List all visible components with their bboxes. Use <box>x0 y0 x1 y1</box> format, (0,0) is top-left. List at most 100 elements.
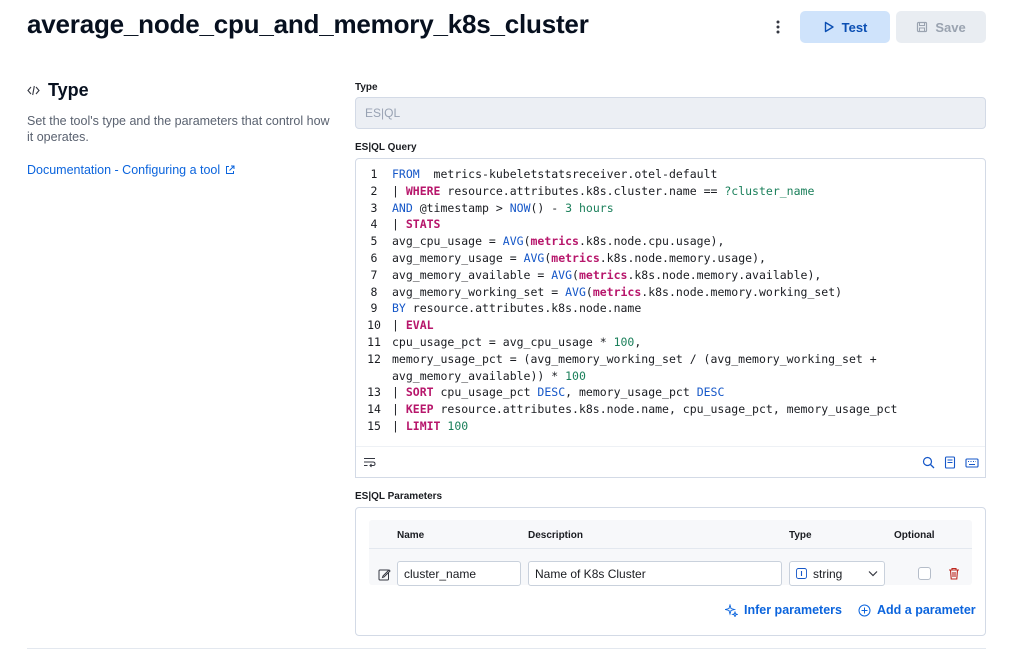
book-icon <box>944 455 956 469</box>
code-token: resource.attributes.k8s.node.name, cpu_u… <box>433 402 898 417</box>
code-line: avg_memory_available)) * 100 <box>356 368 897 385</box>
code-token: AVG <box>502 234 524 249</box>
line-number: 1 <box>370 167 378 181</box>
code-token: EVAL <box>405 318 434 333</box>
code-token: FROM <box>392 167 420 181</box>
param-type-value: string <box>813 566 843 581</box>
code-token: ?cluster_name <box>724 183 815 198</box>
code-token: metrics <box>530 234 579 249</box>
code-token: KEEP <box>405 402 434 417</box>
chevron-down-icon <box>868 571 878 577</box>
word-wrap-button[interactable] <box>362 455 376 469</box>
save-icon <box>917 21 928 33</box>
code-token: avg_cpu_usage = <box>392 234 503 249</box>
code-token: , memory_usage_pct <box>565 385 697 400</box>
line-number: 2 <box>370 183 378 198</box>
line-content: avg_memory_available = AVG(metrics.k8s.n… <box>392 267 821 284</box>
line-content: cpu_usage_pct = avg_cpu_usage * 100, <box>392 334 641 351</box>
wrap-icon <box>363 457 376 467</box>
param-description-value: Name of K8s Cluster <box>535 566 646 581</box>
line-content: avg_memory_working_set = AVG(metrics.k8s… <box>392 284 842 301</box>
edit-row-button[interactable] <box>377 567 391 581</box>
code-line: 4 | STATS <box>356 216 897 233</box>
infer-parameters-button[interactable]: Infer parameters <box>725 603 842 617</box>
code-token: resource.attributes.k8s.cluster.name == <box>440 183 725 198</box>
code-token: memory_usage_pct = (avg_memory_working_s… <box>392 351 877 366</box>
line-number: 6 <box>370 250 378 265</box>
line-content: avg_memory_usage = AVG(metrics.k8s.node.… <box>392 250 766 267</box>
param-description-input[interactable]: Name of K8s Cluster <box>528 561 782 586</box>
line-number <box>356 368 392 385</box>
code-token: 100 <box>565 368 586 383</box>
save-button[interactable]: Save <box>896 11 986 43</box>
params-panel: Name Description Type Optional cluster_n… <box>355 507 986 636</box>
keyboard-icon <box>965 457 979 468</box>
save-button-label: Save <box>935 19 966 35</box>
test-button[interactable]: Test <box>800 11 890 43</box>
line-number: 8 <box>370 284 378 299</box>
code-token <box>572 201 579 215</box>
line-number: 4 <box>370 217 378 232</box>
code-token: .k8s.node.memory.usage), <box>599 250 766 265</box>
code-token: metrics <box>551 250 600 265</box>
type-input[interactable]: ES|QL <box>355 97 986 129</box>
documentation-button[interactable] <box>943 455 957 469</box>
code-token: AVG <box>551 267 573 282</box>
code-token: .k8s.node.cpu.usage), <box>578 234 725 249</box>
code-line: 13| SORT cpu_usage_pct DESC, memory_usag… <box>356 384 897 401</box>
documentation-link[interactable]: Documentation - Configuring a tool <box>27 163 235 177</box>
play-icon <box>824 21 834 33</box>
line-number: 7 <box>370 267 378 282</box>
code-token: LIMIT <box>405 418 441 433</box>
section-description: Set the tool's type and the parameters t… <box>27 114 330 144</box>
code-line: 8 avg_memory_working_set = AVG(metrics.k8… <box>356 284 897 301</box>
more-options-button[interactable] <box>768 17 788 37</box>
code-token: DESC <box>696 385 725 400</box>
code-token: ( <box>523 234 531 249</box>
code-token: , <box>634 334 642 349</box>
code-line: 2 | WHERE resource.attributes.k8s.cluster… <box>356 183 897 200</box>
column-header-name: Name <box>397 530 425 541</box>
code-token: NOW <box>509 200 531 215</box>
code-token: @timestamp > <box>412 200 510 215</box>
plus-circle-icon <box>858 604 871 616</box>
sparkles-icon <box>725 603 738 617</box>
delete-row-button[interactable] <box>947 566 961 580</box>
keyboard-shortcuts-button[interactable] <box>965 455 979 469</box>
code-token: avg_memory_working_set = <box>392 284 566 299</box>
param-type-select[interactable]: string <box>789 561 885 586</box>
type-field-label: Type <box>355 82 378 93</box>
code-token: metrics <box>592 284 642 299</box>
code-token: WHERE <box>405 183 441 198</box>
string-type-icon <box>796 568 807 579</box>
kebab-icon <box>776 20 780 34</box>
line-content: AND @timestamp > NOW() - 3 hours <box>392 200 614 217</box>
line-content: avg_memory_available)) * 100 <box>392 368 586 385</box>
code-token: avg_memory_available)) * <box>392 368 566 383</box>
query-label: ES|QL Query <box>355 142 417 153</box>
code-token: .k8s.node.memory.working_set) <box>641 284 843 299</box>
code-token: () - <box>530 200 566 215</box>
add-parameter-label: Add a parameter <box>877 603 976 617</box>
param-optional-checkbox[interactable] <box>918 567 931 580</box>
line-content: | STATS <box>392 216 440 233</box>
line-content: | WHERE resource.attributes.k8s.cluster.… <box>392 183 814 200</box>
code-token: hours <box>579 200 614 215</box>
search-button[interactable] <box>921 455 935 469</box>
section-title: Type <box>48 80 89 100</box>
infer-parameters-label: Infer parameters <box>744 603 842 617</box>
code-token: AVG <box>565 284 586 299</box>
code-line: 7 avg_memory_available = AVG(metrics.k8s.… <box>356 267 897 284</box>
code-token: STATS <box>405 217 441 232</box>
line-number: 15 <box>367 418 381 433</box>
column-header-optional: Optional <box>894 530 935 541</box>
add-parameter-button[interactable]: Add a parameter <box>858 603 976 617</box>
param-name-input[interactable]: cluster_name <box>397 561 521 586</box>
